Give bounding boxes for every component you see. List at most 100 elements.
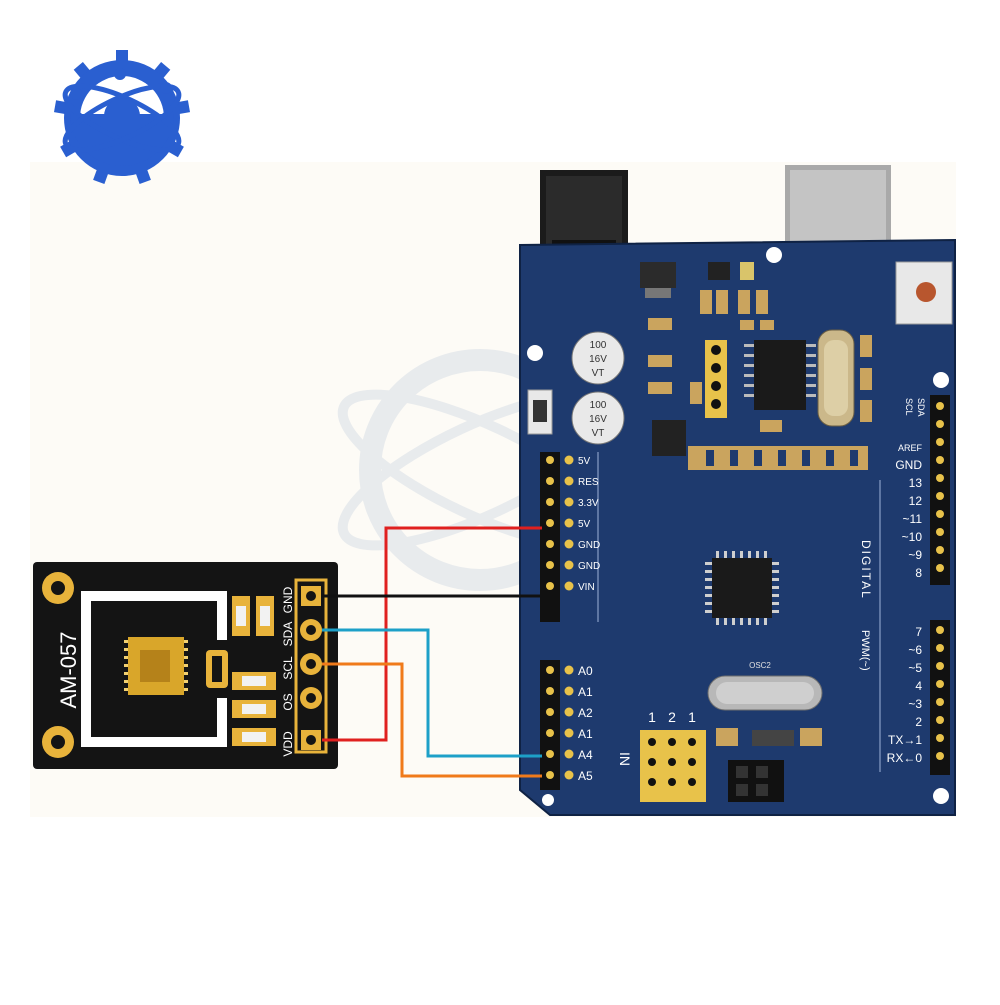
power-pin-label: 5V bbox=[578, 519, 591, 530]
microcontroller-chip bbox=[705, 551, 779, 625]
power-pin-hole bbox=[546, 498, 554, 506]
power-pin-pad bbox=[564, 518, 574, 528]
svg-text:OSC2: OSC2 bbox=[749, 661, 771, 670]
analog-pin-label: A0 bbox=[578, 664, 593, 678]
power-pin-label: VIN bbox=[578, 582, 595, 593]
svg-text:DIGITAL: DIGITAL bbox=[859, 540, 873, 600]
atom-gear-icon bbox=[53, 50, 191, 184]
sensor-pin-label: GND bbox=[281, 586, 295, 613]
power-pin-pad bbox=[564, 539, 574, 549]
digital-pin-label: ~11 bbox=[903, 512, 923, 526]
analog-pin-pad bbox=[564, 770, 574, 780]
voltage-regulator bbox=[640, 262, 676, 288]
capacitor-2: 100 16V VT bbox=[571, 391, 625, 445]
analog-pin-pad bbox=[564, 749, 574, 759]
power-pin-hole bbox=[546, 519, 554, 527]
analog-pin-pad bbox=[564, 665, 574, 675]
digital-pin-label: 13 bbox=[909, 476, 923, 490]
sensor-chip bbox=[124, 637, 188, 695]
power-pin-label: 5V bbox=[578, 456, 591, 467]
arduino-board: 100 16V VT 100 16V VT bbox=[519, 238, 956, 816]
svg-text:1: 1 bbox=[688, 709, 696, 725]
digital-header-top bbox=[930, 395, 950, 585]
digital-pin-label: ~10 bbox=[902, 530, 923, 544]
analog-pin-hole bbox=[546, 750, 554, 758]
analog-pin-hole bbox=[546, 687, 554, 695]
analog-pin-pad bbox=[564, 686, 574, 696]
smd-components bbox=[648, 290, 872, 432]
crystal-osc2: OSC2 bbox=[707, 661, 823, 711]
analog-pin-hole bbox=[546, 729, 554, 737]
power-pin-hole bbox=[546, 540, 554, 548]
sensor-pin-label: VDD bbox=[281, 731, 295, 757]
digital-pin-label: 2 bbox=[915, 715, 922, 729]
svg-text:PWM(~): PWM(~) bbox=[859, 630, 871, 671]
analog-pin-label: A2 bbox=[578, 706, 593, 720]
sensor-pin-label: SCL bbox=[281, 656, 295, 680]
digital-pin-label: ~6 bbox=[908, 643, 922, 657]
digital-pin-label: TX→1 bbox=[888, 733, 922, 747]
sensor-module: AM-057 GND SDA SCL OS VDD bbox=[33, 562, 338, 769]
digital-pin-label: AREF bbox=[898, 443, 923, 453]
analog-pin-label: A5 bbox=[578, 769, 593, 783]
analog-pin-pad bbox=[564, 728, 574, 738]
power-pin-pad bbox=[564, 455, 574, 465]
power-pin-label: GND bbox=[578, 561, 600, 572]
capacitor-1: 100 16V VT bbox=[571, 331, 625, 385]
digital-pin-label: 4 bbox=[915, 679, 922, 693]
reset-button bbox=[895, 261, 953, 325]
digital-pin-label: 7 bbox=[915, 625, 922, 639]
sensor-pin-labels: GND SDA SCL OS VDD bbox=[281, 586, 295, 756]
power-pin-pad bbox=[564, 581, 574, 591]
power-pin-hole bbox=[546, 456, 554, 464]
svg-text:16V: 16V bbox=[589, 414, 607, 425]
analog-pin-label: A1 bbox=[578, 685, 593, 699]
wire-scl-orange bbox=[322, 662, 542, 778]
digital-pin-label: 8 bbox=[915, 566, 922, 580]
digital-pin-label: ~9 bbox=[908, 548, 922, 562]
usb-chip bbox=[754, 340, 806, 410]
power-pin-label: 3.3V bbox=[578, 498, 599, 509]
icsp-header: 1 2 1 bbox=[640, 709, 706, 802]
svg-text:AM-057: AM-057 bbox=[56, 631, 81, 708]
analog-pin-label: A4 bbox=[578, 748, 593, 762]
svg-text:100: 100 bbox=[590, 340, 607, 351]
digital-pin-label: 12 bbox=[909, 494, 923, 508]
digital-pin-label: ~5 bbox=[908, 661, 922, 675]
sensor-pin-label: SDA bbox=[281, 622, 295, 647]
svg-text:100: 100 bbox=[590, 400, 607, 411]
black-header bbox=[728, 760, 784, 802]
svg-text:IN: IN bbox=[617, 752, 633, 766]
digital-pin-label: RX←0 bbox=[887, 751, 923, 765]
module-header bbox=[294, 578, 328, 754]
digital-pin-label: SCL bbox=[904, 398, 914, 416]
svg-text:2: 2 bbox=[668, 709, 676, 725]
power-pin-hole bbox=[546, 561, 554, 569]
wire-vdd-red bbox=[322, 526, 542, 742]
icsp-pads bbox=[705, 340, 727, 418]
analog-pin-label: A1 bbox=[578, 727, 593, 741]
chip-u5 bbox=[652, 420, 686, 456]
svg-text:VT: VT bbox=[592, 428, 605, 439]
analog-header bbox=[540, 660, 560, 790]
power-pin-hole bbox=[546, 582, 554, 590]
power-pin-pad bbox=[564, 497, 574, 507]
resistor-row bbox=[688, 446, 868, 470]
svg-text:16V: 16V bbox=[589, 354, 607, 365]
wires bbox=[322, 526, 542, 778]
digital-pin-label: ~3 bbox=[908, 697, 922, 711]
svg-text:1: 1 bbox=[648, 709, 656, 725]
power-pin-pad bbox=[564, 560, 574, 570]
wire-sda-cyan bbox=[322, 628, 542, 758]
power-pin-hole bbox=[546, 477, 554, 485]
digital-header-bottom bbox=[930, 620, 950, 775]
digital-pin-label: SDA bbox=[916, 398, 926, 417]
power-pin-label: GND bbox=[578, 540, 600, 551]
analog-pin-pad bbox=[564, 707, 574, 717]
sensor-pin-label: OS bbox=[281, 693, 295, 710]
analog-pin-hole bbox=[546, 771, 554, 779]
